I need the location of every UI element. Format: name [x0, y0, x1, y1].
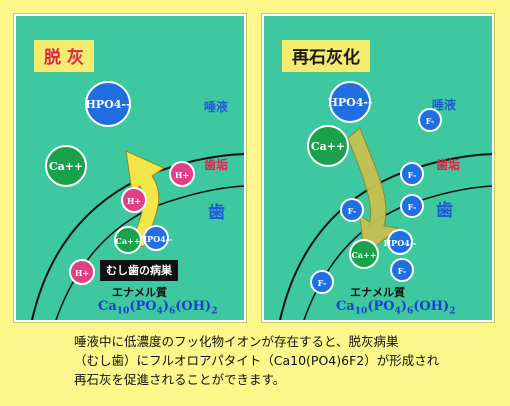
ion-label: Ca++ [352, 250, 377, 260]
lesion-label: むし歯の病巣 [100, 260, 178, 281]
ion-label: HPO4-- [85, 98, 130, 111]
ion-label: F- [398, 266, 407, 276]
ion-ca-plus2: Ca++ [45, 145, 87, 187]
ion-ca-plus2: Ca++ [349, 239, 379, 269]
ion-f-minus: F- [418, 108, 442, 132]
tooth-label: 歯 [436, 201, 453, 221]
ion-f-minus: F- [340, 198, 364, 222]
ion-h-plus: H+ [121, 187, 147, 213]
ion-f-minus: F- [310, 270, 334, 294]
remineralization-diagram: HPO4-- Ca++ F- F- F- F- HPO4-- Ca++ F- F- [279, 81, 492, 320]
ion-ca-plus2: Ca++ [307, 125, 349, 167]
ion-f-minus: F- [390, 258, 414, 282]
plaque-boundary-line [279, 153, 492, 320]
apatite-formula: Ca10(PO4)6(OH)2 [336, 299, 456, 317]
saliva-label: 唾液 [204, 100, 229, 114]
plaque-label: 歯垢 [204, 158, 229, 172]
ion-f-minus: F- [400, 162, 424, 186]
enamel-label: エナメル質 [112, 286, 167, 299]
caption-line: 再石灰を促進されることができます。 [74, 372, 286, 387]
caption-line: （むし歯）にフルオロアパタイト（Ca10(PO4)6F2）が形成され [74, 353, 440, 368]
panel-title-demineralization: 脱 灰 [34, 40, 94, 72]
plaque-label: 歯垢 [436, 158, 461, 172]
ion-hpo4-minus2: HPO4-- [384, 229, 417, 255]
ion-label: F- [408, 170, 417, 180]
ion-label: F- [408, 202, 417, 212]
ion-label: Ca++ [311, 140, 345, 153]
ion-label: HPO4-- [327, 96, 372, 109]
apatite-formula: Ca10(PO4)6(OH)2 [98, 299, 218, 317]
caption-line: 唾液中に低濃度のフッ化物イオンが存在すると、脱灰病巣 [74, 334, 399, 349]
ion-h-plus: H+ [169, 161, 195, 187]
ion-label: F- [348, 206, 357, 216]
demineralization-diagram: HPO4--Ca++H+H+Ca++HPO4--H+ [31, 81, 244, 320]
ion-hpo4-minus2: HPO4-- [140, 225, 173, 251]
ion-ca-plus2: Ca++ [114, 226, 142, 254]
ion-label: H+ [75, 268, 89, 278]
tooth-label: 歯 [208, 203, 225, 223]
ion-f-minus: F- [400, 194, 424, 218]
ion-hpo4-minus2: HPO4-- [85, 81, 131, 127]
enamel-label: エナメル質 [350, 286, 405, 299]
saliva-label: 唾液 [432, 98, 457, 112]
ion-label: Ca++ [49, 160, 83, 173]
panel-title-remineralization: 再石灰化 [282, 40, 370, 72]
ion-label: HPO4-- [140, 234, 173, 244]
ion-hpo4-minus2: HPO4-- [327, 81, 373, 123]
ion-label: F- [318, 278, 327, 288]
ion-label: HPO4-- [384, 238, 417, 248]
ion-label: H+ [175, 170, 189, 180]
ion-label: H+ [127, 196, 141, 206]
caption: 唾液中に低濃度のフッ化物イオンが存在すると、脱灰病巣 （むし歯）にフルオロアパタ… [74, 332, 504, 389]
ion-label: F- [426, 116, 435, 126]
ion-h-plus: H+ [69, 259, 95, 285]
demineralization-panel: HPO4--Ca++H+H+Ca++HPO4--H+ 脱 灰 唾液 歯垢 歯 む… [14, 14, 246, 322]
ion-label: Ca++ [116, 236, 141, 246]
remineralization-panel: HPO4-- Ca++ F- F- F- F- HPO4-- Ca++ F- F- 再石灰化 唾液… [262, 14, 494, 322]
